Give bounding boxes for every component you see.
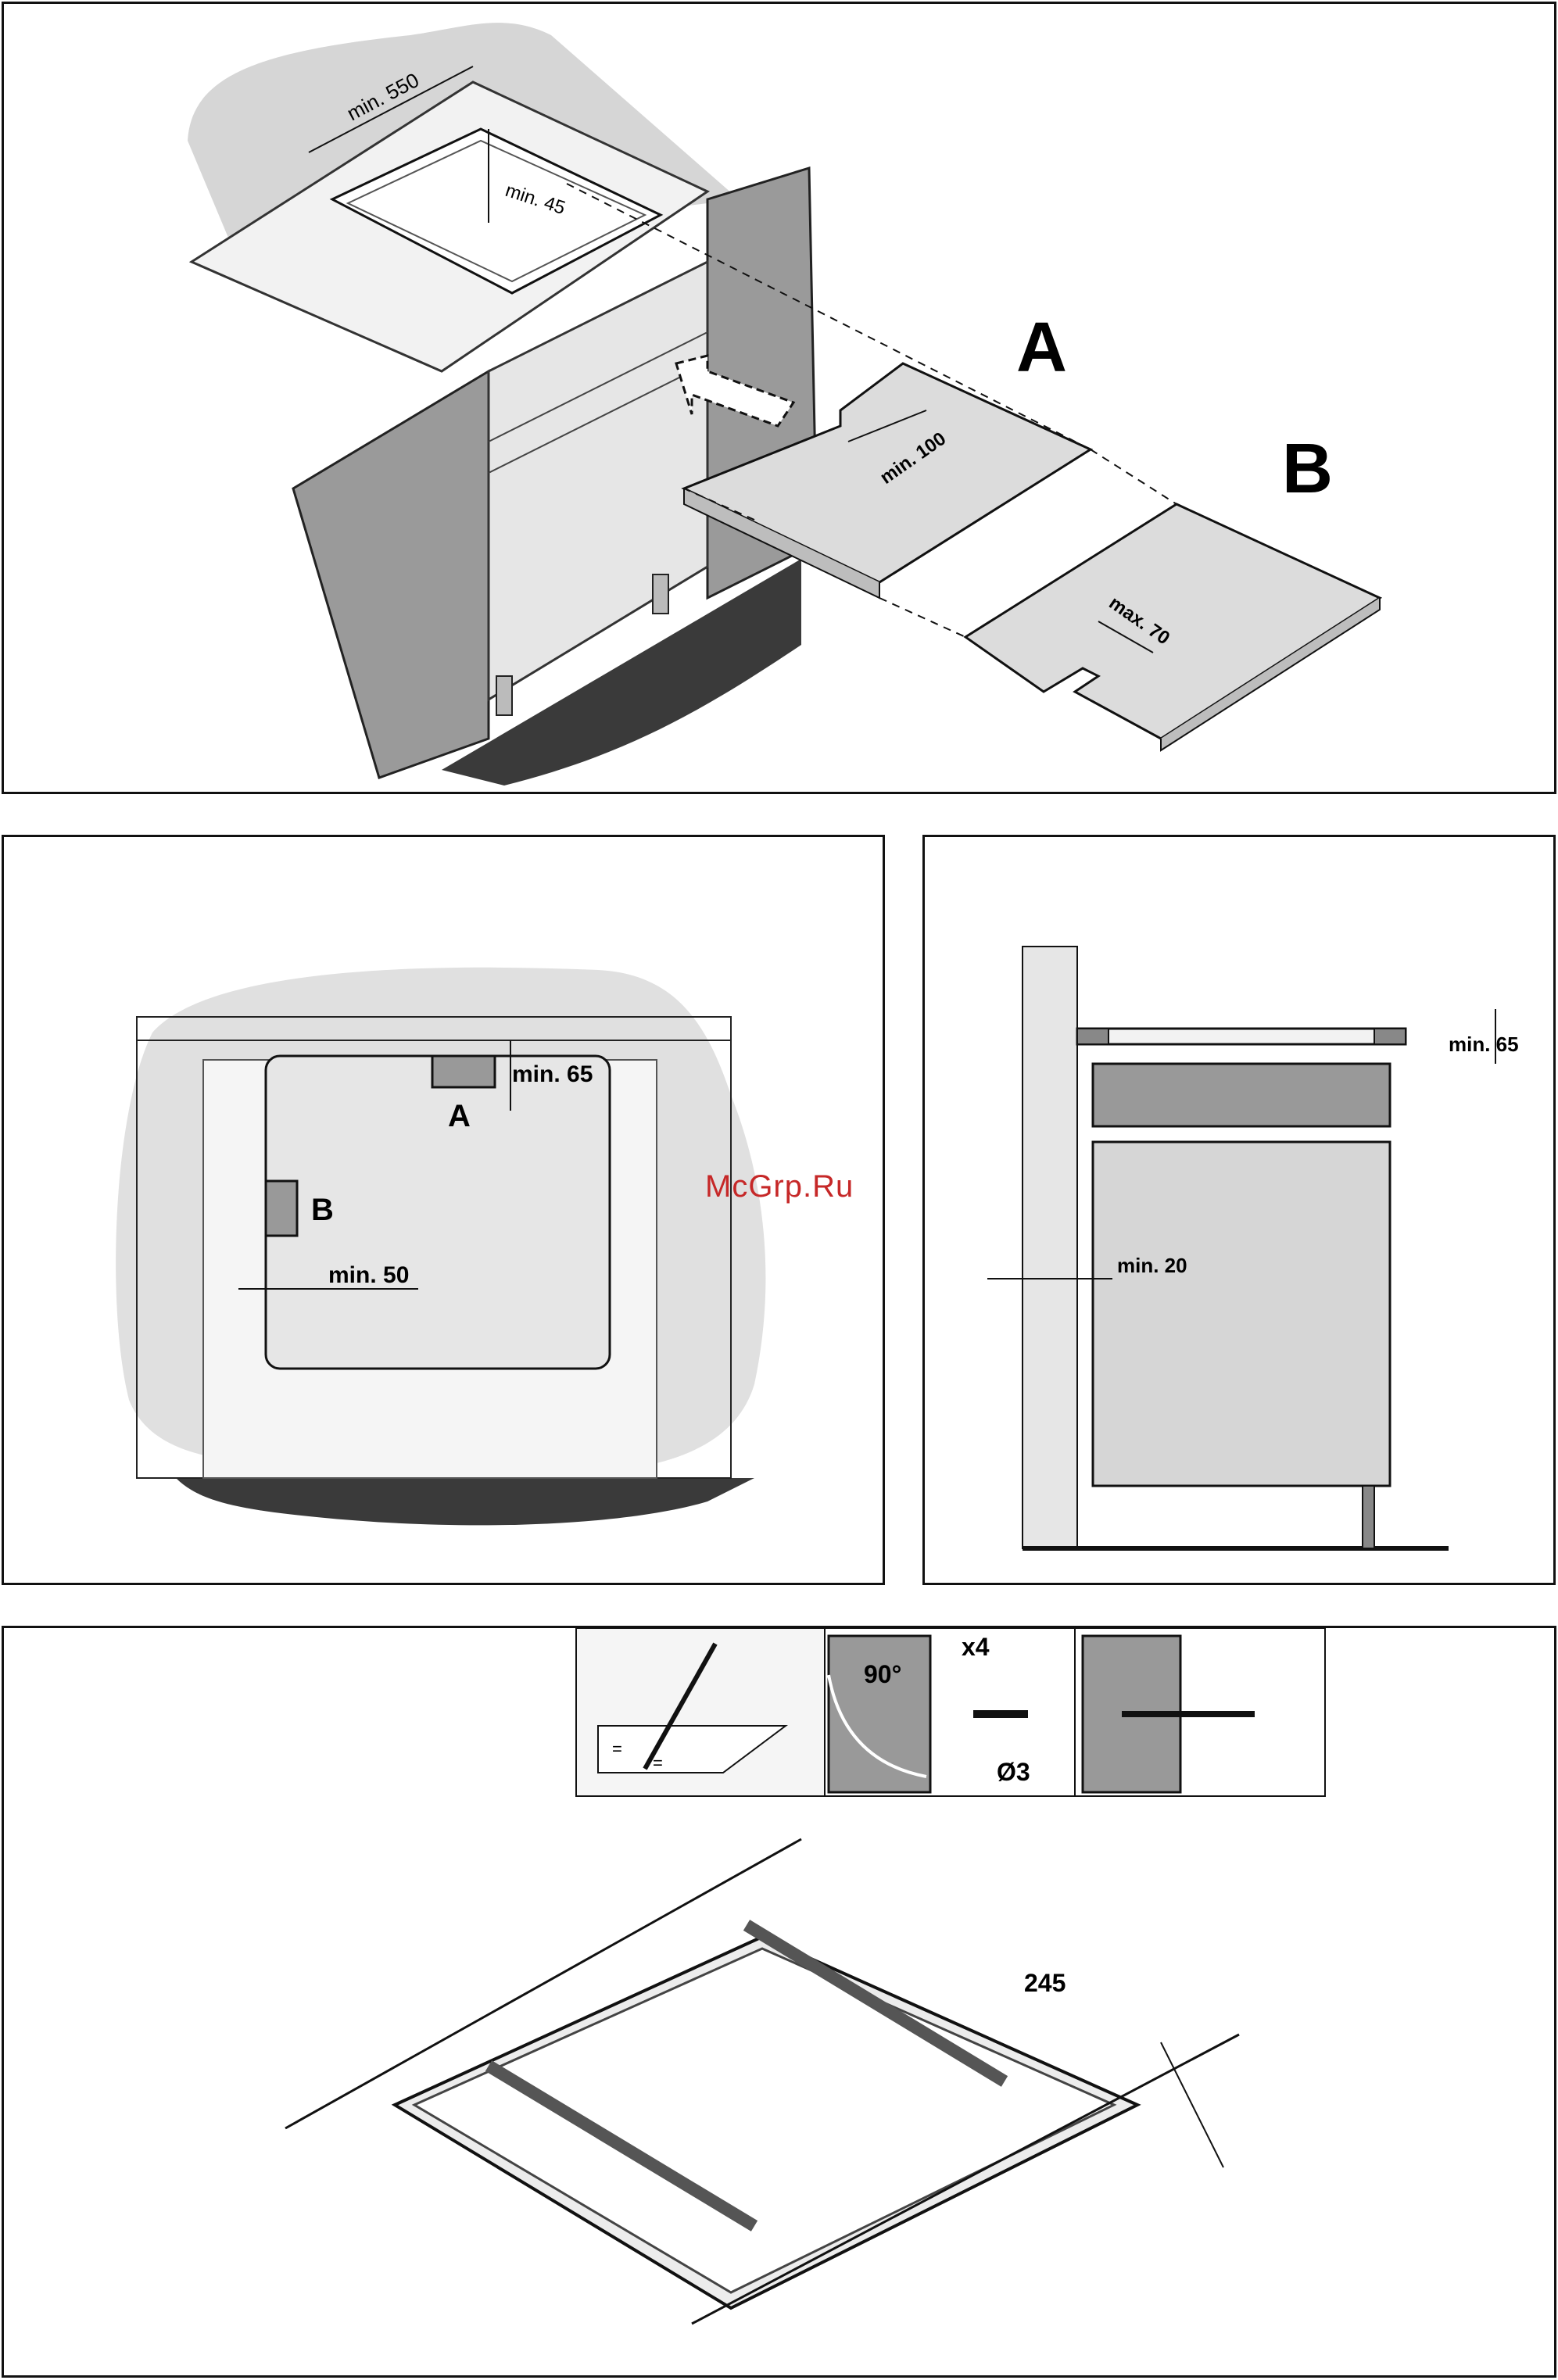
side-view-diagram: min. 65 min. 20 (925, 837, 1558, 1587)
wall (1023, 947, 1077, 1548)
equal-mark-left: = (612, 1739, 622, 1759)
bracket-diagram: = = 90° x4 Ø3 245 (4, 1628, 1558, 2380)
angle-label: 90° (864, 1660, 901, 1688)
equal-mark-right: = (653, 1753, 663, 1773)
top-view-diagram: min. 65 A B min. 50 (4, 837, 887, 1587)
panel-bracket-install: = = 90° x4 Ø3 245 (2, 1626, 1556, 2378)
drill-label: Ø3 (997, 1758, 1030, 1786)
drawer-b-box (266, 1181, 297, 1236)
panel-side-view: min. 65 min. 20 (922, 835, 1556, 1585)
dim-top-label: min. 65 (512, 1061, 593, 1087)
dim-top-label: min. 65 (1449, 1033, 1519, 1056)
panel-cabinet-cutout: min. 550 min. 45 A B min. 100 max. 70 (2, 2, 1556, 794)
count-label: x4 (962, 1633, 990, 1661)
worktop (1077, 1029, 1406, 1044)
drawer-a-box (432, 1056, 495, 1087)
drawer (1093, 1064, 1390, 1126)
label-drawer-a: A (1016, 309, 1067, 387)
dim-bracket-label: 245 (1024, 1969, 1066, 1997)
dim-rear-label: min. 20 (1117, 1254, 1187, 1277)
watermark-text: McGrp.Ru (705, 1169, 854, 1204)
panel-top-view: min. 65 A B min. 50 (2, 835, 885, 1585)
label-a: A (448, 1099, 471, 1133)
dim-side-label: min. 50 (328, 1262, 409, 1288)
label-drawer-b: B (1282, 430, 1333, 508)
label-b: B (311, 1193, 334, 1227)
cabinet-diagram: min. 550 min. 45 A B min. 100 max. 70 (4, 4, 1558, 796)
oven-box (1093, 1142, 1390, 1486)
